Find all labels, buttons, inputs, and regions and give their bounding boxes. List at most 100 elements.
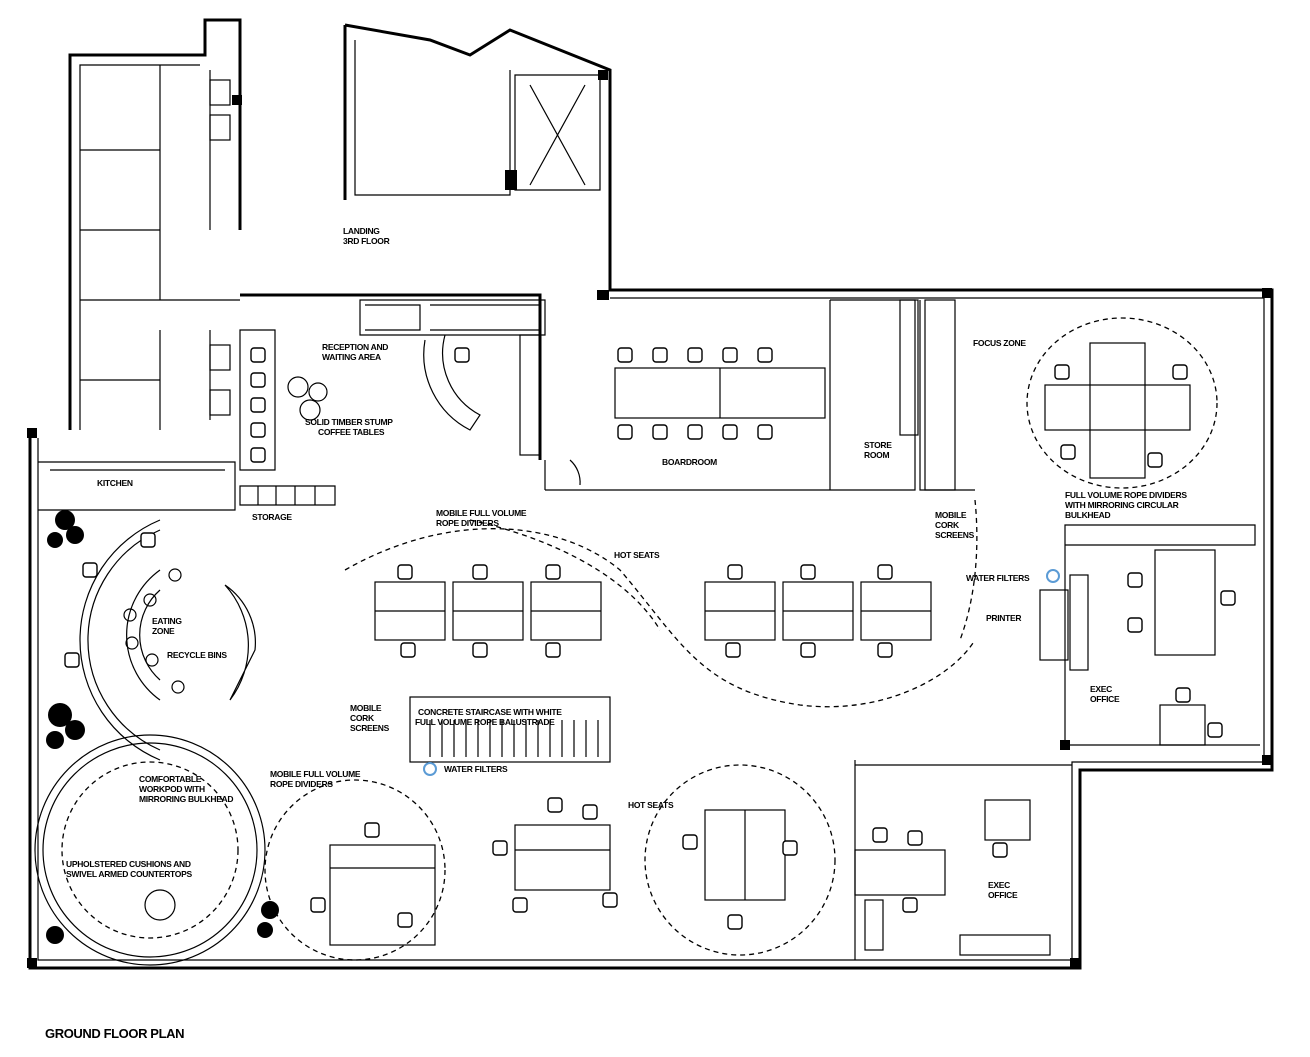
label-water-filters-center: WATER FILTERS xyxy=(444,764,508,774)
label-water-filters-right: WATER FILTERS xyxy=(966,573,1030,583)
chair xyxy=(250,397,266,413)
label-recycle-bins: RECYCLE BINS xyxy=(167,650,227,660)
chair xyxy=(250,347,266,363)
chair xyxy=(1172,364,1188,380)
chair xyxy=(727,914,743,930)
chair xyxy=(250,422,266,438)
label-exec-office-right: EXEC xyxy=(1090,684,1112,694)
label-coffee-tables: SOLID TIMBER STUMP xyxy=(305,417,393,427)
label-printer: PRINTER xyxy=(986,613,1021,623)
label-hot-seats-top: HOT SEATS xyxy=(614,550,660,560)
stair-treads xyxy=(429,720,599,757)
chair xyxy=(397,912,413,928)
label-kitchen: KITCHEN xyxy=(97,478,133,488)
chair xyxy=(400,642,416,658)
label-focus-dividers: FULL VOLUME ROPE DIVIDERS xyxy=(1065,490,1187,500)
label-landing: LANDING xyxy=(343,226,380,236)
chair xyxy=(1175,687,1191,703)
label-store-room: STORE xyxy=(864,440,892,450)
chair xyxy=(1220,590,1236,606)
label-boardroom: BOARDROOM xyxy=(662,457,717,467)
chair xyxy=(722,347,738,363)
chair xyxy=(64,652,80,668)
hot-seat-desks xyxy=(374,581,932,641)
plan-title: GROUND FLOOR PLAN xyxy=(45,1026,184,1041)
chair xyxy=(617,347,633,363)
walls xyxy=(27,18,1274,970)
label-workpod: COMFORTABLE xyxy=(139,774,202,784)
chair xyxy=(727,564,743,580)
chair xyxy=(652,424,668,440)
label-eating-zone: EATING xyxy=(152,616,182,626)
chair xyxy=(902,897,918,913)
chair xyxy=(250,447,266,463)
chair xyxy=(492,840,508,856)
chair xyxy=(687,347,703,363)
chair xyxy=(907,830,923,846)
chair xyxy=(545,564,561,580)
label-exec-office-bottom: EXEC xyxy=(988,880,1010,890)
label-hot-seats-bottom: HOT SEATS xyxy=(628,800,674,810)
chair xyxy=(757,424,773,440)
label-rope-dividers-bottom: MOBILE FULL VOLUME xyxy=(270,769,361,779)
chair xyxy=(617,424,633,440)
chair xyxy=(547,797,563,813)
chair xyxy=(877,564,893,580)
chair xyxy=(364,822,380,838)
label-cork-screens-right: MOBILE xyxy=(935,510,967,520)
label-reception: RECEPTION AND xyxy=(322,342,388,352)
chair xyxy=(1207,722,1223,738)
chair xyxy=(454,347,470,363)
chair xyxy=(1054,364,1070,380)
label-staircase: CONCRETE STAIRCASE WITH WHITE xyxy=(418,707,562,717)
chair xyxy=(782,840,798,856)
chair xyxy=(800,642,816,658)
chair xyxy=(1060,444,1076,460)
chair xyxy=(250,372,266,388)
chair xyxy=(472,642,488,658)
chair xyxy=(682,834,698,850)
chair xyxy=(877,642,893,658)
label-cork-screens-left: MOBILE xyxy=(350,703,382,713)
chairs xyxy=(64,347,1236,930)
chair xyxy=(1127,572,1143,588)
chair xyxy=(652,347,668,363)
label-storage: STORAGE xyxy=(252,512,292,522)
chair xyxy=(725,642,741,658)
chair xyxy=(397,564,413,580)
chair xyxy=(140,532,156,548)
chair xyxy=(545,642,561,658)
chair xyxy=(310,897,326,913)
chair xyxy=(1127,617,1143,633)
chair xyxy=(1147,452,1163,468)
chair xyxy=(687,424,703,440)
chair xyxy=(992,842,1008,858)
chair xyxy=(512,897,528,913)
chair xyxy=(872,827,888,843)
chair xyxy=(722,424,738,440)
chair xyxy=(472,564,488,580)
chair xyxy=(582,804,598,820)
chair xyxy=(757,347,773,363)
chair xyxy=(800,564,816,580)
label-focus-zone: FOCUS ZONE xyxy=(973,338,1026,348)
chair xyxy=(82,562,98,578)
label-cushions: UPHOLSTERED CUSHIONS AND xyxy=(66,859,191,869)
label-rope-dividers-top: MOBILE FULL VOLUME xyxy=(436,508,527,518)
